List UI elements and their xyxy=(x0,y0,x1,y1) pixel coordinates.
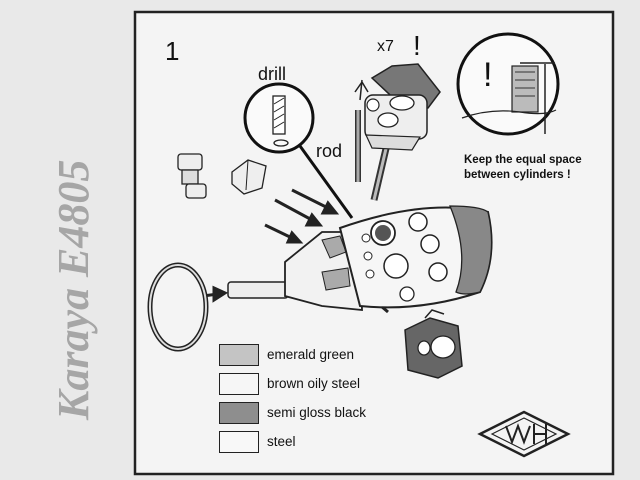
inset-detail xyxy=(456,32,560,136)
paint-legend: emerald green brown oily steel semi glos… xyxy=(219,340,419,456)
legend-swatch xyxy=(219,372,259,395)
legend-swatch xyxy=(219,430,259,453)
legend-label: semi gloss black xyxy=(267,405,367,420)
step-number: 1 xyxy=(165,36,180,66)
rod-label: rod xyxy=(316,141,343,161)
quantity-label: x7 xyxy=(377,38,394,55)
legend-label: brown oily steel xyxy=(267,376,361,391)
legend-swatch xyxy=(219,343,259,366)
ring-part-icon xyxy=(147,262,209,352)
drill-label: drill xyxy=(258,64,287,84)
legend-swatch xyxy=(219,401,259,424)
warning-mark: ! xyxy=(413,30,421,61)
small-part-left xyxy=(177,153,207,199)
cylinder-part xyxy=(364,63,441,151)
engine-assembly-icon xyxy=(227,205,493,311)
inset-note: Keep the equal space between cylinders ! xyxy=(464,154,582,181)
small-part-right xyxy=(231,159,267,195)
legend-item: semi gloss black xyxy=(219,398,419,427)
legend-label: steel xyxy=(267,434,296,449)
legend-item: emerald green xyxy=(219,340,419,369)
legend-item: steel xyxy=(219,427,419,456)
bracket-part xyxy=(404,309,463,379)
inset-warning-mark: ! xyxy=(483,56,493,94)
drill-bit-icon xyxy=(243,82,354,219)
diamond-wh-logo-icon xyxy=(477,410,571,458)
watermark-text: Karaya E4805 xyxy=(49,160,98,421)
watermark: Karaya E4805 xyxy=(49,160,98,421)
legend-label: emerald green xyxy=(267,347,355,362)
legend-item: brown oily steel xyxy=(219,369,419,398)
rod-part xyxy=(354,79,392,201)
